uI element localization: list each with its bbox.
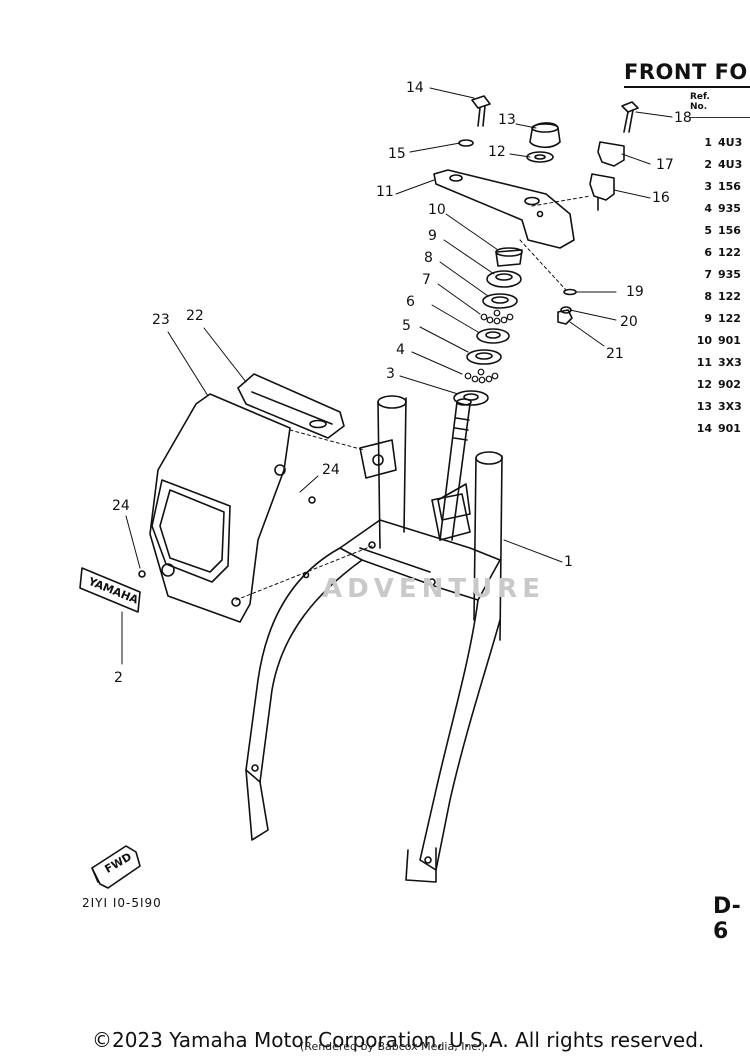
callout-14: 14: [406, 80, 424, 96]
drawing-code: 2IYI I0-5I90: [82, 896, 162, 910]
title-underline: [624, 86, 750, 88]
callout-7: 7: [422, 272, 431, 288]
fwd-arrow: FWD: [91, 845, 141, 889]
callout-15: 15: [388, 146, 406, 162]
diagram-title: FRONT FO: [624, 60, 748, 84]
table-header-rule: [690, 117, 750, 118]
callout-24-lower: 24: [112, 498, 130, 514]
bearing-stack: [453, 247, 523, 406]
page-code: D-6: [713, 894, 741, 944]
callout-12: 12: [488, 144, 506, 160]
callout-10: 10: [428, 202, 446, 218]
yamaha-emblem-plate: YAMAHA: [79, 567, 141, 613]
fwd-label: FWD: [103, 850, 134, 876]
callout-4: 4: [396, 342, 405, 358]
callout-3: 3: [386, 366, 395, 382]
callout-20: 20: [620, 314, 638, 330]
callout-11: 11: [376, 184, 394, 200]
callout-2: 2: [114, 670, 123, 686]
copyright-notice: ©2023 Yamaha Motor Corporation, U.S.A. A…: [92, 1028, 705, 1052]
upper-bracket-part-11: [433, 169, 575, 249]
visor-part-22: [237, 373, 345, 439]
callout-21: 21: [606, 346, 624, 362]
callout-19: 19: [626, 284, 644, 300]
table-header-no: No.: [690, 102, 708, 112]
bolt-24-lower: [138, 570, 146, 578]
callout-18: 18: [674, 110, 692, 126]
callout-13: 13: [498, 112, 516, 128]
callout-24-upper: 24: [322, 462, 340, 478]
watermark: ADVENTURE: [322, 574, 545, 604]
callout-22: 22: [186, 308, 204, 324]
callout-1: 1: [564, 554, 573, 570]
callout-17: 17: [656, 157, 674, 173]
rendered-by-note: (Rendered by Babcox Media, Inc.): [300, 1040, 486, 1053]
callout-9: 9: [428, 228, 437, 244]
bolt-24-upper: [308, 496, 316, 504]
top-hardware: [458, 95, 639, 325]
leader-lines: [121, 87, 673, 665]
callout-6: 6: [406, 294, 415, 310]
table-header-ref: Ref.: [690, 92, 710, 102]
callout-23: 23: [152, 312, 170, 328]
callout-5: 5: [402, 318, 411, 334]
steering-bracket-part-1: [245, 395, 503, 883]
callout-8: 8: [424, 250, 433, 266]
callout-16: 16: [652, 190, 670, 206]
headlight-cover-part-23: [149, 393, 291, 623]
